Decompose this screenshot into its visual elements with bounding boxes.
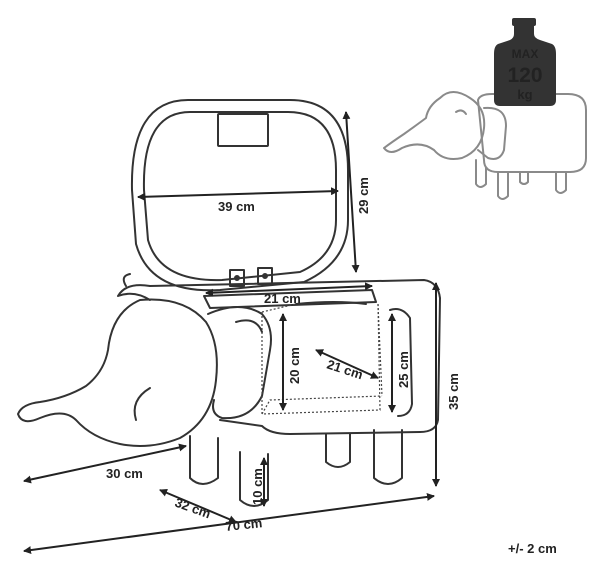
weight-badge-max: MAX bbox=[512, 47, 539, 61]
dim-lid-width bbox=[137, 187, 339, 201]
dim-depth bbox=[23, 443, 187, 484]
label-total-length: 70 cm bbox=[225, 515, 263, 534]
label-leg-spacing: 32 cm bbox=[173, 495, 213, 522]
dimension-lines bbox=[23, 111, 440, 555]
dim-storage-width bbox=[205, 282, 373, 297]
weight-badge-unit: kg bbox=[517, 87, 532, 102]
label-leg-height: 10 cm bbox=[250, 468, 265, 505]
leg bbox=[189, 435, 219, 485]
elephant-head bbox=[17, 298, 218, 447]
dim-total-length bbox=[23, 492, 435, 555]
max-weight-badge: MAX 120 kg bbox=[494, 18, 556, 106]
weight-badge-value: 120 bbox=[507, 64, 542, 87]
leg bbox=[325, 433, 351, 468]
label-lid-height: 29 cm bbox=[356, 177, 371, 214]
ottoman-line-art bbox=[17, 99, 441, 507]
dimension-labels: 39 cm 29 cm 21 cm 21 cm 20 cm 25 cm 35 c… bbox=[106, 177, 461, 534]
tolerance-note: +/- 2 cm bbox=[508, 541, 557, 556]
label-body-height: 25 cm bbox=[396, 351, 411, 388]
dim-lid-height bbox=[342, 111, 360, 273]
elephant-ear bbox=[207, 306, 272, 420]
dim-storage-depth bbox=[315, 349, 379, 379]
label-storage-width: 21 cm bbox=[264, 291, 301, 306]
leg bbox=[373, 429, 403, 485]
label-storage-depth: 21 cm bbox=[325, 357, 365, 383]
reference-elephant-illustration bbox=[383, 91, 587, 200]
label-storage-height: 20 cm bbox=[287, 347, 302, 384]
label-depth: 30 cm bbox=[106, 466, 143, 481]
weight-icon bbox=[494, 24, 556, 106]
storage-compartment-outline bbox=[261, 303, 383, 415]
label-total-height: 35 cm bbox=[446, 373, 461, 410]
label-lid-width: 39 cm bbox=[218, 199, 255, 214]
